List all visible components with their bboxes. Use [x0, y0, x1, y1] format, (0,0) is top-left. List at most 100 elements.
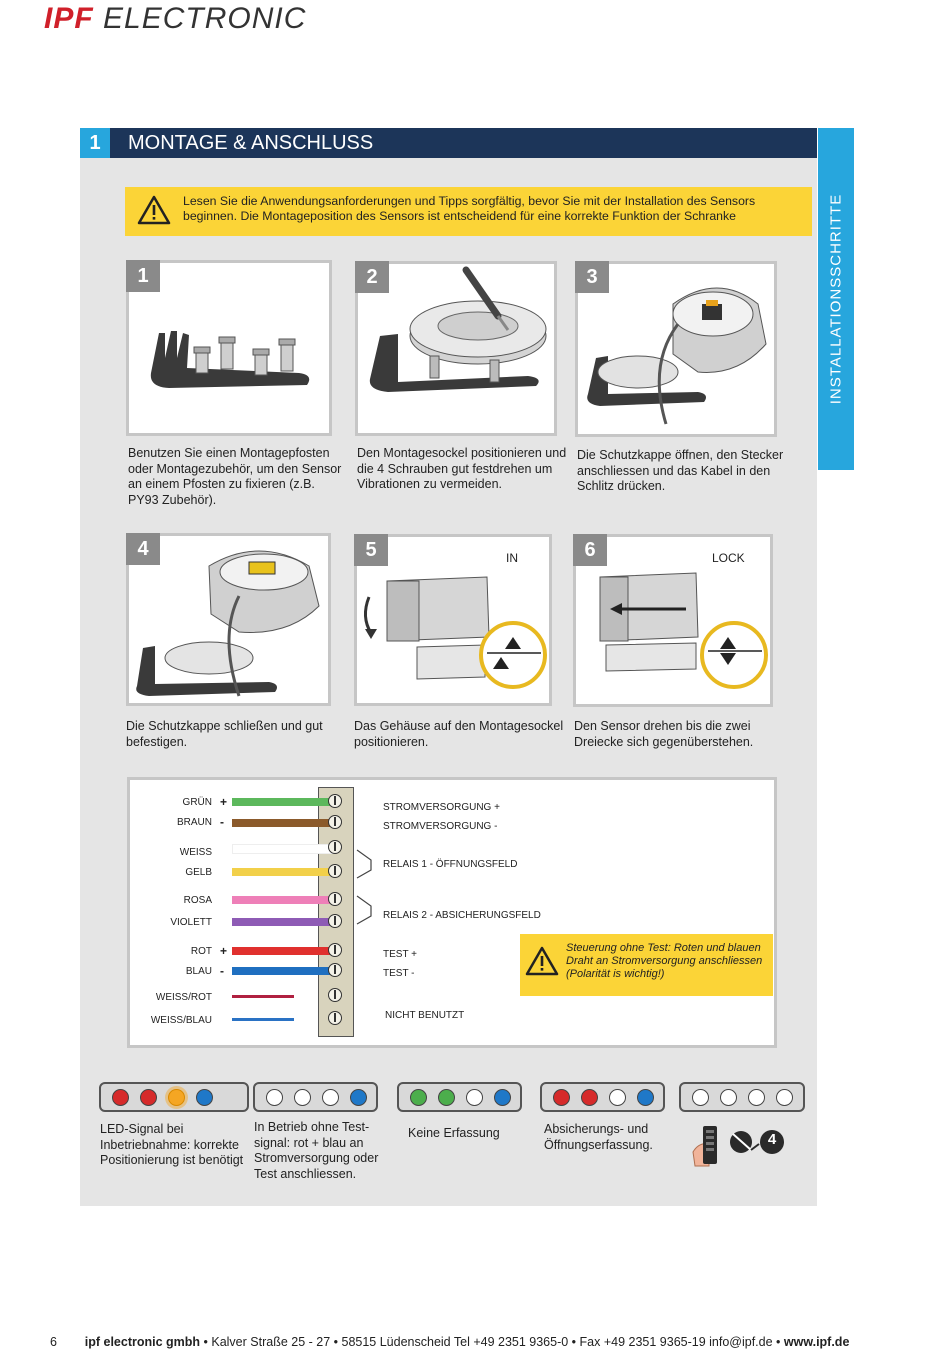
led-dot: [553, 1089, 570, 1106]
wire-polarity: -: [220, 964, 224, 978]
led-caption-2: In Betrieb ohne Test-signal: rot + blau …: [254, 1120, 379, 1181]
led-dot: [438, 1089, 455, 1106]
terminal-screw: [328, 1011, 342, 1025]
wire-line: [232, 868, 332, 876]
wire-line: [232, 844, 334, 854]
step-4-badge: 4: [126, 533, 160, 565]
terminal-label-power-plus: STROMVERSORGUNG +: [383, 802, 500, 813]
terminal-label-unused: NICHT BENUTZT: [385, 1010, 465, 1021]
wire-polarity: +: [220, 944, 228, 958]
step-6-caption: Den Sensor drehen bis die zwei Dreiecke …: [574, 719, 754, 749]
warning-triangle-icon: [525, 946, 559, 976]
step-5-label: IN: [506, 551, 518, 565]
side-tab-label: INSTALLATIONSSCHRITTE: [827, 193, 845, 405]
logo-electronic: ELECTRONIC: [103, 2, 307, 35]
wire-label: VIOLETT: [170, 917, 212, 928]
step-4-caption: Die Schutzkappe schließen und gut befest…: [126, 719, 323, 749]
step-1-caption: Benutzen Sie einen Montagepfosten oder M…: [128, 446, 342, 507]
wire-label: WEISS/ROT: [155, 992, 212, 1003]
wire-label: GRÜN: [182, 797, 212, 808]
section-number: 1: [80, 128, 110, 158]
led-indicator-bar: [99, 1082, 249, 1112]
wire-polarity: -: [220, 815, 224, 829]
footer-web[interactable]: www.ipf.de: [783, 1335, 850, 1349]
step-6-badge: 6: [573, 534, 607, 566]
footer: 6 ipf electronic gmbh • Kalver Straße 25…: [50, 1335, 849, 1349]
terminal-screw: [328, 864, 342, 878]
page-number: 6: [50, 1335, 57, 1349]
warning-text: Lesen Sie die Anwendungsanforderungen un…: [183, 194, 756, 223]
terminal-screw: [328, 815, 342, 829]
led-dot: [294, 1089, 311, 1106]
step-2-image: [355, 261, 557, 436]
led-indicator-bar: [253, 1082, 378, 1112]
led-dot: [196, 1089, 213, 1106]
wire-line: [232, 798, 332, 806]
mounting-post-illustration: [150, 331, 310, 388]
wire-label: WEISS: [179, 847, 212, 858]
terminal-screw: [328, 840, 342, 854]
terminal-label-test-plus: TEST +: [383, 949, 417, 960]
section-header: [80, 128, 817, 158]
terminal-screw: [328, 963, 342, 977]
led-dot: [466, 1089, 483, 1106]
led-dot: [266, 1089, 283, 1106]
step-5-caption: Das Gehäuse auf den Montagesockel positi…: [354, 719, 564, 749]
close-cap-illustration: [136, 550, 320, 697]
note-box: [520, 934, 773, 996]
step-3-badge: 3: [575, 261, 609, 293]
led-dot: [692, 1089, 709, 1106]
terminal-screw: [328, 988, 342, 1002]
company-logo: IPF ELECTRONIC: [44, 2, 306, 36]
led-dot: [609, 1089, 626, 1106]
led-dot: [168, 1089, 185, 1106]
step-2-badge: 2: [355, 261, 389, 293]
wire-label: ROSA: [183, 895, 212, 906]
led-dot: [494, 1089, 511, 1106]
wire-label: BRAUN: [176, 817, 212, 828]
wire-polarity: +: [220, 795, 228, 809]
wire-line: [232, 947, 332, 955]
led-caption-1: LED-Signal bei Inbetriebnahme: korrekte …: [100, 1122, 244, 1167]
step-4-image: [126, 533, 331, 706]
footer-address: • Kalver Straße 25 - 27 • 58515 Lüdensch…: [200, 1335, 784, 1349]
wire-label: WEISS/BLAU: [150, 1015, 212, 1026]
terminal-screw: [328, 943, 342, 957]
led-indicator-bar: [679, 1082, 805, 1112]
led-dot: [581, 1089, 598, 1106]
wire-line: [232, 1017, 294, 1021]
led-indicator-bar: [397, 1082, 522, 1112]
wire-line: [232, 994, 294, 998]
terminal-label-relay-2: RELAIS 2 - ABSICHERUNGSFELD: [383, 910, 541, 921]
terminal-screw: [328, 892, 342, 906]
step-1-image: [126, 260, 332, 436]
logo-ipf: IPF: [44, 2, 94, 35]
led-dot: [410, 1089, 427, 1106]
warning-triangle-icon: [137, 195, 171, 225]
step-3-caption: Die Schutzkappe öffnen, den Stecker ansc…: [577, 448, 784, 493]
housing-on-base-illustration: [364, 576, 547, 689]
led-dot: [350, 1089, 367, 1106]
led-dot: [720, 1089, 737, 1106]
remote-number: 4: [767, 1131, 777, 1148]
rotate-sensor-illustration: [599, 572, 768, 689]
wire-line: [232, 967, 332, 975]
wire-line: [232, 896, 332, 904]
step-1-badge: 1: [126, 260, 160, 292]
led-dot: [748, 1089, 765, 1106]
terminal-label-test-minus: TEST -: [383, 968, 415, 979]
wire-label: ROT: [190, 946, 212, 957]
remote-control-icon: [692, 1126, 784, 1167]
led-caption-4: Absicherungs- und Öffnungserfassung.: [544, 1122, 653, 1152]
led-dot: [776, 1089, 793, 1106]
step-3-image: [575, 261, 777, 437]
terminal-screw: [328, 914, 342, 928]
led-dot: [637, 1089, 654, 1106]
terminal-label-relay-1: RELAIS 1 - ÖFFNUNGSFELD: [383, 859, 518, 870]
note-text: Steuerung ohne Test: Roten und blauen Dr…: [566, 942, 763, 980]
led-dot: [140, 1089, 157, 1106]
step-2-caption: Den Montagesockel positionieren und die …: [357, 446, 567, 491]
open-cap-illustration: [587, 287, 767, 425]
led-dot: [112, 1089, 129, 1106]
led-dot: [322, 1089, 339, 1106]
